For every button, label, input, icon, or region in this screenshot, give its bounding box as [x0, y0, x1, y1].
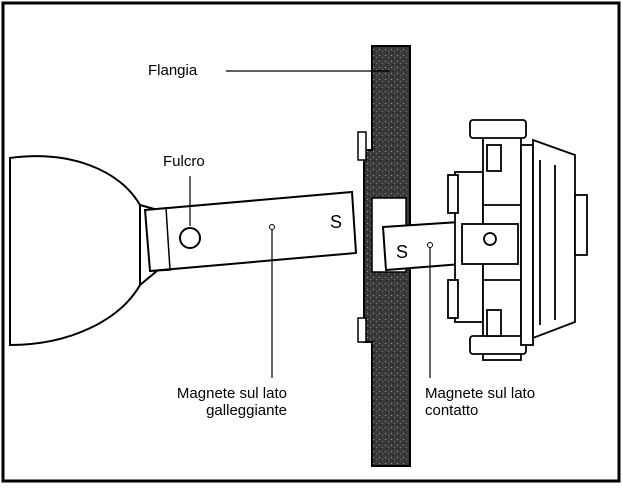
contact-magnet-dot [427, 242, 433, 248]
float-magnet-dot [269, 224, 275, 230]
switch-pivot [483, 232, 497, 246]
contact-magnet-label-line1: Magnete sul lato [425, 385, 536, 402]
float-magnet-label-line2: galleggiante [206, 402, 287, 419]
switch-housing [447, 119, 588, 361]
float-body [9, 155, 141, 347]
fulcrum-label: Fulcro [163, 153, 205, 170]
contact-magnet-mark: S [396, 242, 408, 262]
flange-label: Flangia [148, 62, 198, 79]
fulcrum-pin [179, 227, 201, 249]
flange-groove [357, 131, 367, 161]
float-magnet-label-line1: Magnete sul lato [176, 385, 287, 402]
contact-arm [381, 220, 464, 272]
float-magnet-mark: S [330, 212, 342, 232]
float-arm-collar [144, 207, 171, 272]
float-arm [143, 190, 358, 273]
contact-magnet-label-line2: contatto [425, 402, 479, 419]
flange-groove-lower [357, 317, 367, 343]
